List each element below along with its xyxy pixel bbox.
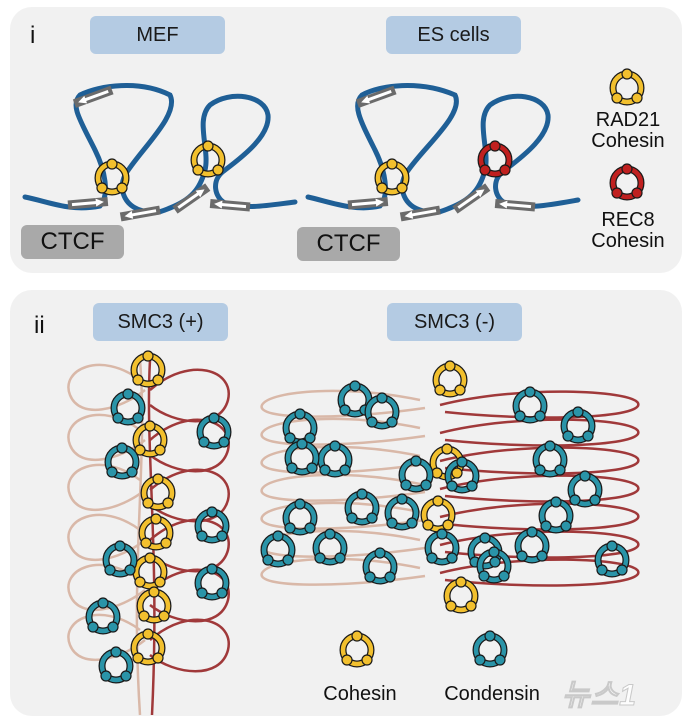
ctcf-label-right: CTCF: [297, 227, 400, 261]
condition-tag-mef: MEF: [90, 16, 225, 54]
chromatin-loop: [67, 513, 146, 561]
panel-i-label: i: [30, 22, 36, 49]
condensin-icon: [199, 413, 229, 447]
cohesin-ring-icon: [342, 631, 372, 665]
chromatin-loop: [149, 468, 230, 523]
chromatin-loop: [67, 363, 146, 411]
condensin-icon: [113, 389, 143, 423]
cohesin-icon: [135, 553, 165, 587]
condensin-icon: [563, 407, 593, 441]
condensin-icon: [517, 527, 547, 561]
condensin-icon: [365, 548, 395, 582]
chromatin-loop: [439, 446, 640, 475]
panel-ii-label: ii: [34, 312, 45, 339]
chromatin-loop: [439, 418, 640, 447]
legend-rad21-name: RAD21: [595, 109, 661, 131]
condensin-ring-icon: [475, 631, 505, 665]
chromatin-loop: [149, 618, 230, 673]
legend-cohesin: Cohesin: [323, 683, 397, 705]
condensin-icon: [535, 441, 565, 475]
condensin-icon: [101, 647, 131, 681]
mef-loop-diagram: [22, 86, 298, 221]
legend-rad21-sub: Cohesin: [591, 130, 665, 152]
condition-tag-es-cells: ES cells: [386, 16, 521, 54]
cohesin-icon: [133, 629, 163, 663]
condensin-icon: [197, 564, 227, 598]
es-cells-loop-diagram: [305, 86, 581, 221]
condensin-icon: [263, 531, 293, 565]
legend-rec8-name: REC8: [601, 209, 655, 231]
condensin-icon: [347, 489, 377, 523]
cohesin-icon: [446, 577, 476, 611]
ctcf-label-left: CTCF: [21, 225, 124, 259]
chromatin-loop: [260, 445, 426, 474]
legend-rec8-sub: Cohesin: [591, 230, 665, 252]
condition-tag-smc3-plus: SMC3 (+): [93, 303, 228, 341]
condensin-icon: [320, 441, 350, 475]
chromatin-loop: [149, 418, 230, 473]
legend-rad21: RAD21 Cohesin: [582, 110, 674, 152]
condensin-icon: [107, 443, 137, 477]
cohesin-open-icon: [435, 361, 465, 395]
cohesin-icon: [143, 474, 173, 508]
legend-condensin: Condensin: [444, 683, 540, 705]
chromatin-loop: [149, 518, 230, 573]
condensin-icon: [285, 409, 315, 443]
condensin-icon: [287, 439, 317, 473]
smc3-minus-chromosome: [260, 361, 640, 611]
smc3-plus-chromosome: [67, 351, 230, 716]
news1-watermark: 뉴스1: [562, 679, 637, 713]
chromatin-loop: [260, 557, 426, 586]
condensin-icon: [541, 497, 571, 531]
chromatin-loop: [67, 413, 146, 461]
cohesin-icon: [423, 496, 453, 530]
chromatin-loop: [149, 568, 230, 623]
condensin-icon: [401, 456, 431, 490]
chromatin-loop: [149, 368, 230, 423]
chromatin-loop: [260, 417, 426, 446]
condensin-icon: [597, 541, 627, 575]
condition-tag-smc3-minus: SMC3 (-): [387, 303, 522, 341]
condensin-icon: [197, 507, 227, 541]
chromatin-loop: [439, 474, 640, 503]
chromatin-loop: [439, 558, 640, 587]
cohesin-icon: [141, 514, 171, 548]
condensin-icon: [427, 529, 457, 563]
legend-rec8: REC8 Cohesin: [582, 210, 674, 252]
condensin-icon: [515, 387, 545, 421]
